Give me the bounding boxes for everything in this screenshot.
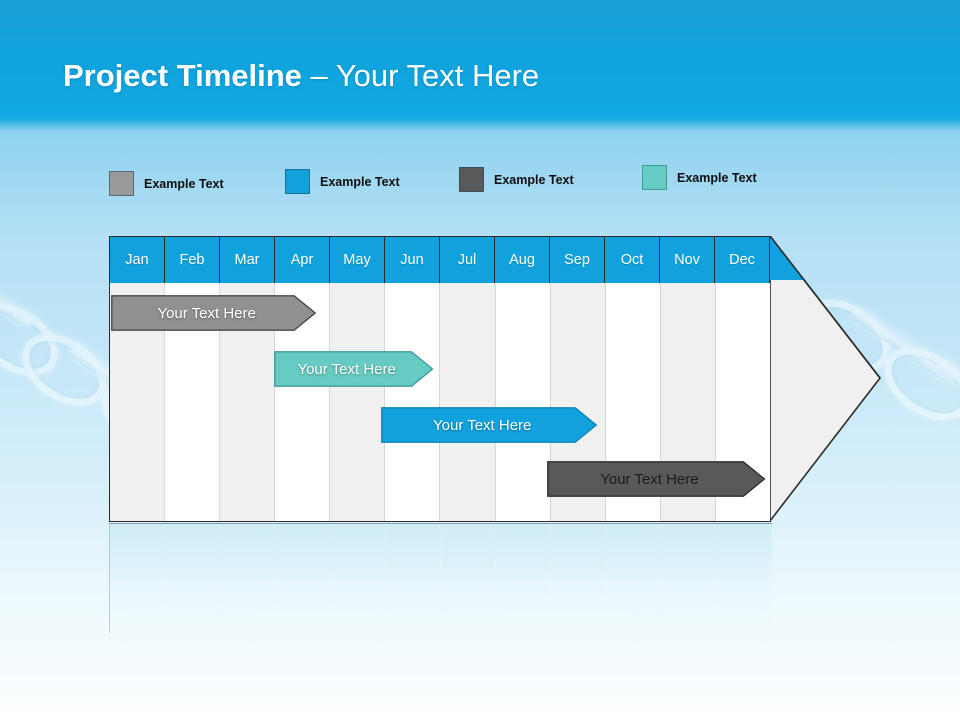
month-header-sep[interactable]: Sep — [550, 237, 605, 283]
legend-label-2: Example Text — [320, 174, 400, 189]
legend-item-1[interactable]: Example Text — [109, 171, 224, 196]
month-header-jul[interactable]: Jul — [440, 237, 495, 283]
month-header-jun[interactable]: Jun — [385, 237, 440, 283]
legend-label-4: Example Text — [677, 170, 757, 185]
timeline-bar-1[interactable]: Your Text Here — [111, 295, 317, 331]
bar-label-2: Your Text Here — [297, 360, 396, 378]
month-header-may[interactable]: May — [330, 237, 385, 283]
bar-label-4: Your Text Here — [600, 470, 699, 488]
timeline-column-mar — [220, 237, 276, 521]
legend-item-2[interactable]: Example Text — [285, 169, 400, 194]
legend-label-1: Example Text — [144, 176, 224, 191]
legend-item-4[interactable]: Example Text — [642, 165, 757, 190]
chart-reflection — [109, 523, 773, 633]
month-header-dec[interactable]: Dec — [715, 237, 770, 283]
timeline-column-jan — [110, 237, 166, 521]
month-header-aug[interactable]: Aug — [495, 237, 550, 283]
bar-shape-3 — [381, 407, 598, 443]
month-header-feb[interactable]: Feb — [165, 237, 220, 283]
bar-shape-1 — [111, 295, 317, 331]
legend-item-3[interactable]: Example Text — [459, 167, 574, 192]
page-title: Project Timeline – Your Text Here — [63, 56, 539, 96]
month-header-jan[interactable]: Jan — [110, 237, 165, 283]
legend-swatch-gray — [109, 171, 134, 196]
timeline-bar-3[interactable]: Your Text Here — [381, 407, 598, 443]
bar-label-3: Your Text Here — [433, 416, 532, 434]
timeline-bar-4[interactable]: Your Text Here — [547, 461, 766, 497]
legend-swatch-teal — [642, 165, 667, 190]
month-header-apr[interactable]: Apr — [275, 237, 330, 283]
month-header-nov[interactable]: Nov — [660, 237, 715, 283]
timeline-column-aug — [495, 237, 551, 521]
timeline-arrow-head — [769, 233, 882, 524]
month-header-mar[interactable]: Mar — [220, 237, 275, 283]
legend-label-3: Example Text — [494, 172, 574, 187]
legend: Example Text Example Text Example Text E… — [109, 165, 829, 201]
page-title-light: – Your Text Here — [301, 58, 540, 93]
timeline-column-feb — [165, 237, 221, 521]
legend-swatch-blue — [285, 169, 310, 194]
legend-swatch-dark-gray — [459, 167, 484, 192]
bar-label-1: Your Text Here — [157, 304, 256, 322]
bar-shape-2 — [273, 351, 434, 387]
page-title-bold: Project Timeline — [63, 58, 302, 93]
timeline-bar-2[interactable]: Your Text Here — [273, 351, 434, 387]
month-header-oct[interactable]: Oct — [605, 237, 660, 283]
bar-shape-4 — [547, 461, 766, 497]
timeline-columns — [110, 237, 770, 521]
timeline-column-jul — [440, 237, 496, 521]
